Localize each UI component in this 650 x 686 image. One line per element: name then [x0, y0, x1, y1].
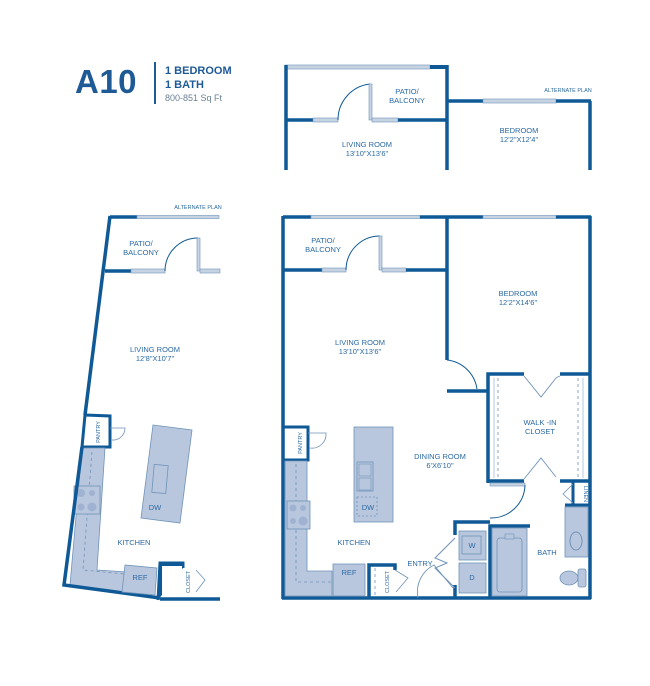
kitchen-label: KITCHEN: [338, 538, 371, 547]
bedroom-size: 12'2"X12'4": [500, 135, 539, 144]
bath-label: BATH: [537, 548, 556, 557]
pantry-label-left: PANTRY: [96, 421, 102, 443]
dryer-label: D: [469, 573, 475, 582]
title-divider: [154, 62, 156, 104]
alternate-plan-tag: ALTERNATE PLAN: [544, 88, 592, 94]
walk-in-closet-label-2: CLOSET: [525, 427, 555, 436]
bedroom-count: 1 BEDROOM: [165, 65, 232, 77]
patio-label-left-2: BALCONY: [123, 248, 159, 257]
bath-count: 1 BATH: [165, 79, 204, 91]
bedroom-label-main: BEDROOM: [499, 289, 538, 298]
ref-label: REF: [342, 568, 357, 577]
patio-label-main: PATIO/: [311, 236, 335, 245]
patio-label-main-2: BALCONY: [305, 245, 341, 254]
main-plan: WALK -IN CLOSET LINEN BATH W D ENTRY: [281, 215, 592, 600]
alternate-plan-left: ALTERNATE PLAN PATIO/ BALCONY LIVING ROO…: [62, 205, 222, 601]
living-room-size-left: 12'8"X10'7": [136, 354, 175, 363]
patio-label: PATIO/: [395, 87, 419, 96]
unit-name: A10: [75, 63, 138, 100]
living-room-size: 13'10"X13'6": [346, 149, 389, 158]
closet-label: CLOSET: [385, 570, 391, 593]
living-room-label-main: LIVING ROOM: [335, 338, 385, 347]
dining-room-size: 6'X6'10": [426, 461, 454, 470]
dw-label-left: DW: [149, 503, 162, 512]
linen-label: LINEN: [582, 486, 588, 502]
alternate-plan-tag-left: ALTERNATE PLAN: [174, 205, 222, 211]
ref-label-left: REF: [133, 573, 148, 582]
bedroom-size-main: 12'2"X14'6": [499, 298, 538, 307]
dining-room-label: DINING ROOM: [414, 452, 466, 461]
alternate-plan-top: ALTERNATE PLAN PATIO/ BALCONY LIVING ROO…: [284, 64, 592, 170]
closet-label-left: CLOSET: [186, 570, 192, 593]
living-room-label-left: LIVING ROOM: [130, 345, 180, 354]
living-room-size-main: 13'10"X13'6": [339, 347, 382, 356]
kitchen-label-left: KITCHEN: [118, 538, 151, 547]
washer-label: W: [468, 541, 476, 550]
living-room-label: LIVING ROOM: [342, 140, 392, 149]
patio-label-left: PATIO/: [129, 239, 153, 248]
walk-in-closet-label: WALK -IN: [523, 418, 556, 427]
dw-label: DW: [362, 503, 375, 512]
pantry-label: PANTRY: [298, 432, 304, 454]
entry-label: ENTRY: [407, 559, 432, 568]
patio-label-2: BALCONY: [389, 96, 425, 105]
bedroom-label: BEDROOM: [500, 126, 539, 135]
square-footage: 800-851 Sq Ft: [165, 93, 223, 103]
